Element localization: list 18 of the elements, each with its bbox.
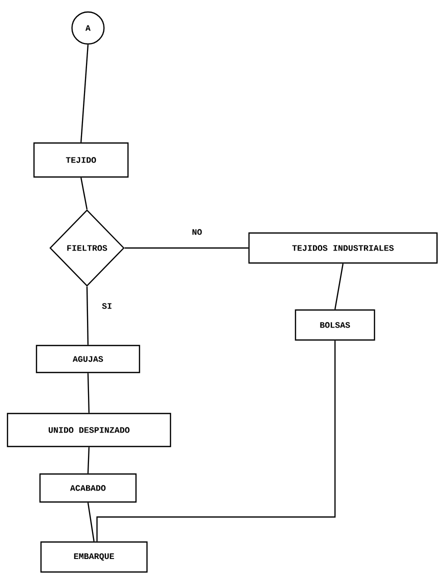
connector-line [87, 373, 90, 413]
process-box: ACABADO [39, 473, 137, 503]
connector-line [80, 178, 88, 210]
edge-label: NO [190, 228, 204, 236]
connector-line [80, 44, 89, 142]
process-box: UNIDO DESPINZADO [6, 412, 172, 448]
connector-line [87, 502, 95, 542]
edge-label: SI [100, 302, 114, 310]
process-box: AGUJAS [36, 344, 140, 374]
connector-line [334, 264, 344, 310]
connector-line [96, 340, 336, 542]
process-box: TEJIDO [33, 142, 129, 178]
connector-line [86, 286, 89, 345]
process-box: TEJIDOS INDUSTRIALES [248, 232, 438, 264]
connector-line [124, 247, 248, 249]
connector-line [87, 447, 90, 474]
process-box: BOLSAS [294, 309, 376, 341]
process-box: EMBARQUE [40, 541, 148, 573]
